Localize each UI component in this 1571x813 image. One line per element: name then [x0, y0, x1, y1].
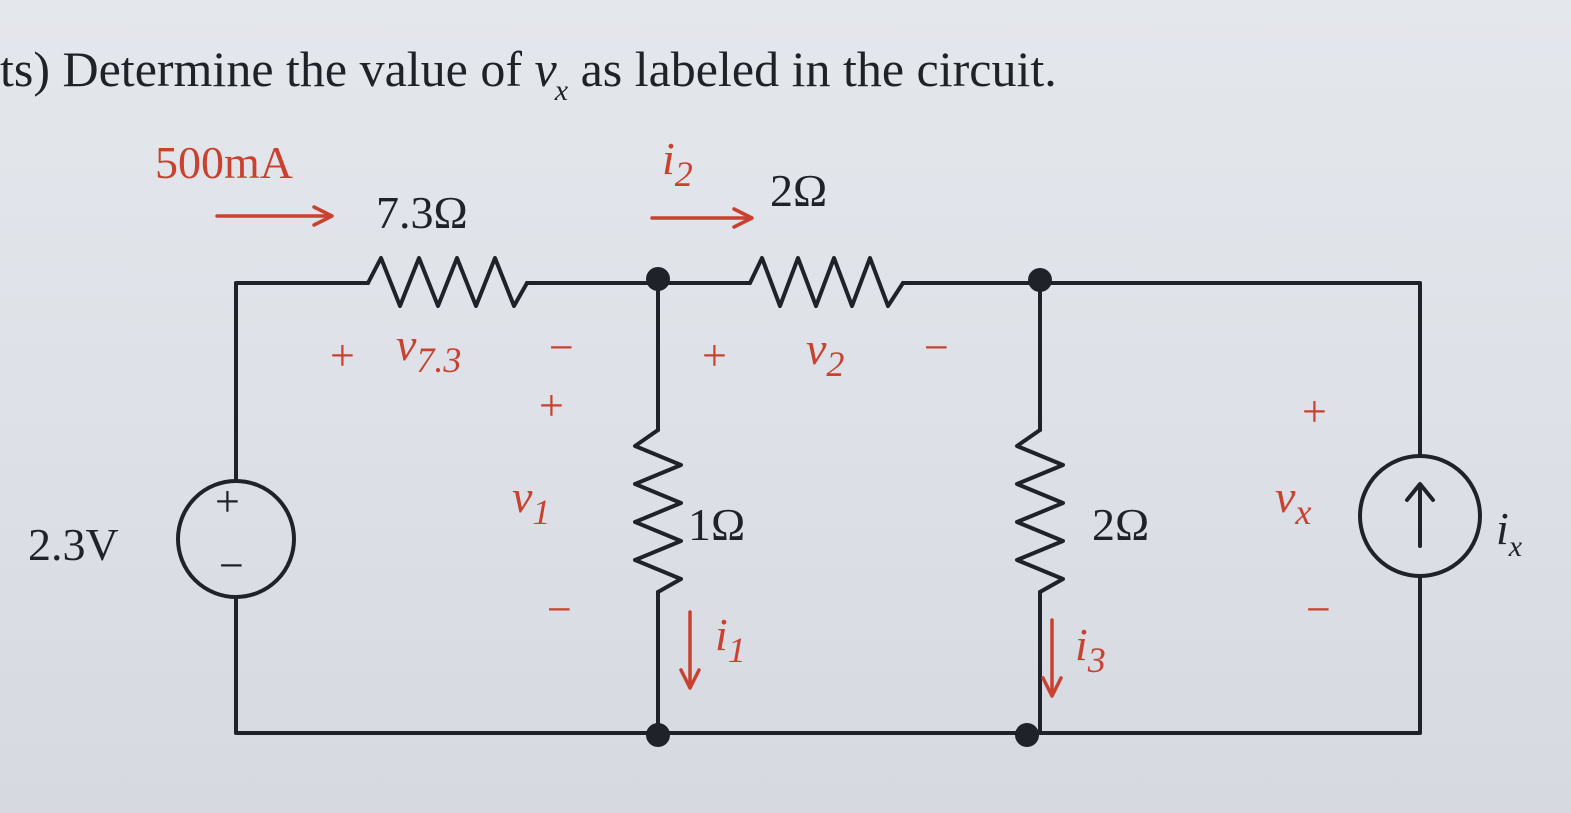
v1-label: v1 — [512, 471, 551, 532]
question-variable-subscript: x — [554, 74, 569, 107]
ix-label: ix — [1496, 503, 1523, 563]
wire-left-top — [234, 281, 370, 482]
wire-top-right — [901, 281, 1422, 457]
resistor-7.3-ohm-label: 7.3Ω — [376, 187, 468, 238]
i1-label: i1 — [715, 609, 746, 670]
node-dot-bottom-2 — [1015, 723, 1039, 747]
v2-label: v2 — [806, 323, 845, 384]
arrowhead-i3-icon — [1041, 676, 1063, 698]
node-dot-top-1 — [646, 267, 670, 291]
voltage-source-minus: − — [219, 541, 244, 590]
node-dot-top-2 — [1028, 268, 1052, 292]
v1-minus: − — [547, 585, 572, 634]
voltage-source-plus: + — [215, 477, 240, 526]
node-dot-bottom-1 — [646, 723, 670, 747]
v2-minus: − — [924, 323, 949, 372]
resistor-1-ohm — [633, 428, 683, 594]
vx-plus: + — [1302, 387, 1327, 436]
v73-label: v7.3 — [396, 319, 462, 380]
v73-minus: − — [549, 323, 574, 372]
i3-label: i3 — [1075, 619, 1106, 680]
question-text: ts) Determine the value of vx as labeled… — [0, 41, 1057, 106]
i2-label: i2 — [662, 133, 693, 194]
resistor-2-ohm-top-label: 2Ω — [770, 165, 828, 216]
voltage-source-label: 2.3V — [28, 519, 119, 570]
wire-bottom-left — [234, 576, 1422, 735]
vx-minus: − — [1306, 585, 1331, 634]
resistor-2-ohm-top — [748, 256, 905, 308]
resistor-7.3-ohm — [366, 256, 529, 308]
resistor-2-ohm-vertical-label: 2Ω — [1092, 499, 1150, 550]
resistor-2-ohm-vertical — [1015, 428, 1065, 594]
v73-plus: + — [330, 331, 355, 380]
arrowhead-500ma-icon — [312, 205, 334, 227]
current-source — [1358, 454, 1482, 578]
question-variable: v — [534, 41, 557, 97]
source-current-label: 500mA — [155, 137, 293, 188]
voltage-source — [176, 479, 296, 599]
arrowhead-i2-icon — [732, 207, 754, 229]
v2-plus: + — [702, 331, 727, 380]
arrowhead-i1-icon — [679, 668, 701, 690]
question-prefix: ts) Determine the value of — [0, 41, 535, 97]
question-suffix: as labeled in the circuit. — [568, 41, 1057, 97]
resistor-1-ohm-label: 1Ω — [688, 499, 746, 550]
v1-plus: + — [539, 381, 564, 430]
vx-label: vx — [1275, 471, 1312, 532]
current-source-arrowhead-icon — [1405, 482, 1435, 502]
